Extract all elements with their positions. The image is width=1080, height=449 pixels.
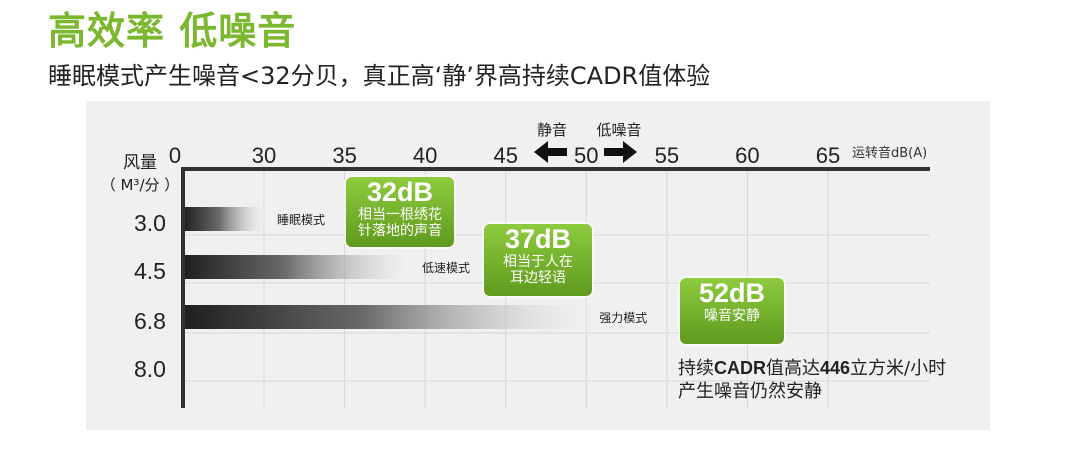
cadr-note-line1: 持续CADR值高达446立方米/小时 (678, 358, 947, 379)
arrow-left-icon (534, 141, 567, 163)
x-tick-label: 45 (493, 143, 517, 168)
y-axis-label: 风量 (123, 153, 157, 173)
callout-low-speed: 37dB 相当于人在 耳边轻语 (484, 224, 592, 296)
x-tick-label: 40 (413, 143, 437, 168)
x-tick-label: 55 (655, 143, 679, 168)
callout-desc: 相当于人在 (503, 254, 573, 270)
bar-label: 强力模式 (599, 311, 647, 325)
bar-label: 睡眠模式 (277, 213, 325, 227)
arrow-label-quiet: 静音 (537, 121, 567, 139)
callout-db: 37dB (504, 224, 572, 254)
bar-label: 低速模式 (422, 261, 470, 275)
callout-desc: 针落地的声音 (358, 223, 442, 239)
arrow-label-low-noise: 低噪音 (596, 121, 641, 139)
cadr-note-line2: 产生噪音仍然安静 (678, 381, 822, 402)
y-axis-unit: （ M³/分 ） (101, 176, 180, 194)
y-tick-label: 4.5 (134, 258, 166, 284)
y-tick-label: 8.0 (134, 356, 166, 382)
callout-db: 52dB (698, 278, 766, 308)
page-subtitle: 睡眠模式产生噪音<32分贝，真正高‘静’界高持续CADR值体验 (48, 62, 711, 90)
bar-2 (183, 305, 587, 329)
page-title: 高效率 低噪音 (48, 9, 297, 53)
callout-desc: 噪音安静 (704, 308, 760, 324)
callout-sleep: 32dB 相当一根绣花 针落地的声音 (346, 177, 454, 247)
x-tick-label: 30 (252, 143, 276, 168)
bar-1 (183, 255, 410, 279)
callout-desc: 耳边轻语 (510, 270, 566, 286)
y-tick-label: 3.0 (134, 210, 166, 236)
x-tick-label: 35 (332, 143, 356, 168)
callout-strong: 52dB 噪音安静 (680, 278, 784, 344)
x-tick-label: 60 (735, 143, 759, 168)
x-tick-label: 0 (169, 143, 181, 168)
bar-0 (183, 207, 264, 231)
x-tick-label: 50 (574, 143, 598, 168)
x-axis-label: 运转音dB(A) (852, 145, 927, 161)
x-tick-label: 65 (816, 143, 840, 168)
callout-desc: 相当一根绣花 (358, 207, 442, 223)
callout-db: 32dB (366, 177, 434, 207)
cadr-note: 持续CADR值高达446立方米/小时 产生噪音仍然安静 (678, 357, 946, 403)
arrow-right-icon (604, 141, 637, 163)
y-tick-label: 6.8 (134, 308, 166, 334)
